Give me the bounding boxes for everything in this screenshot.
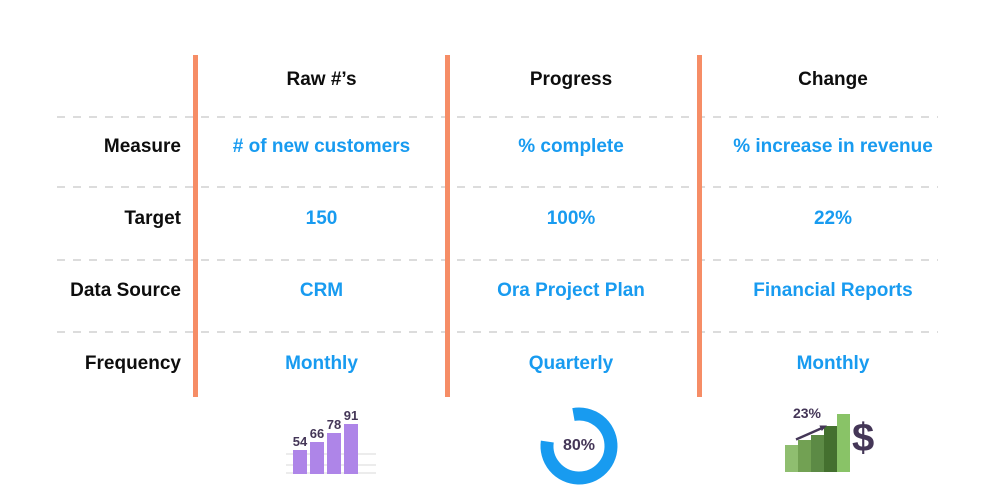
column-divider-1 — [193, 55, 198, 397]
bar-value-label: 78 — [326, 417, 342, 432]
row-divider-4 — [57, 331, 938, 333]
bar — [785, 445, 798, 472]
row-divider-2 — [57, 186, 938, 188]
cell-progress-measure: % complete — [518, 136, 624, 157]
bar-value-label: 54 — [292, 434, 308, 449]
bar — [824, 426, 837, 472]
cell-raw-frequency: Monthly — [285, 353, 358, 374]
bar — [293, 450, 307, 474]
growth-percentage-label: 23% — [792, 405, 822, 421]
column-header-raw-numbers: Raw #’s — [286, 69, 357, 90]
donut-percentage-label: 80% — [562, 437, 596, 454]
row-label-data-source: Data Source — [70, 280, 181, 301]
progress-donut-chart — [540, 407, 618, 485]
bar — [344, 424, 358, 474]
column-divider-2 — [445, 55, 450, 397]
revenue-growth-mini-bar-chart — [783, 410, 855, 472]
column-header-progress: Progress — [529, 69, 613, 90]
bar — [811, 435, 824, 472]
row-label-frequency: Frequency — [84, 353, 181, 374]
column-divider-3 — [697, 55, 702, 397]
row-divider-3 — [57, 259, 938, 261]
cell-change-measure: % increase in revenue — [733, 136, 933, 157]
cell-change-frequency: Monthly — [796, 353, 870, 374]
bar — [327, 433, 341, 474]
cell-raw-measure: # of new customers — [232, 136, 411, 157]
growth-arrow-icon — [795, 425, 827, 441]
bar-value-label: 91 — [343, 408, 359, 423]
cell-raw-data-source: CRM — [299, 280, 344, 301]
row-label-measure: Measure — [103, 136, 181, 157]
cell-progress-frequency: Quarterly — [528, 353, 614, 374]
bar-value-label: 66 — [309, 426, 325, 441]
cell-raw-target: 150 — [305, 208, 338, 229]
column-header-change: Change — [798, 69, 868, 90]
bar — [798, 440, 811, 472]
dollar-sign-icon: $ — [852, 416, 875, 460]
cell-progress-data-source: Ora Project Plan — [497, 280, 645, 301]
row-divider-1 — [57, 116, 938, 118]
row-label-target: Target — [124, 208, 181, 229]
cell-progress-target: 100% — [546, 208, 596, 229]
cell-change-target: 22% — [813, 208, 853, 229]
cell-change-data-source: Financial Reports — [753, 280, 913, 301]
bar — [837, 414, 850, 472]
bar — [310, 442, 324, 474]
donut-ring — [540, 407, 618, 485]
